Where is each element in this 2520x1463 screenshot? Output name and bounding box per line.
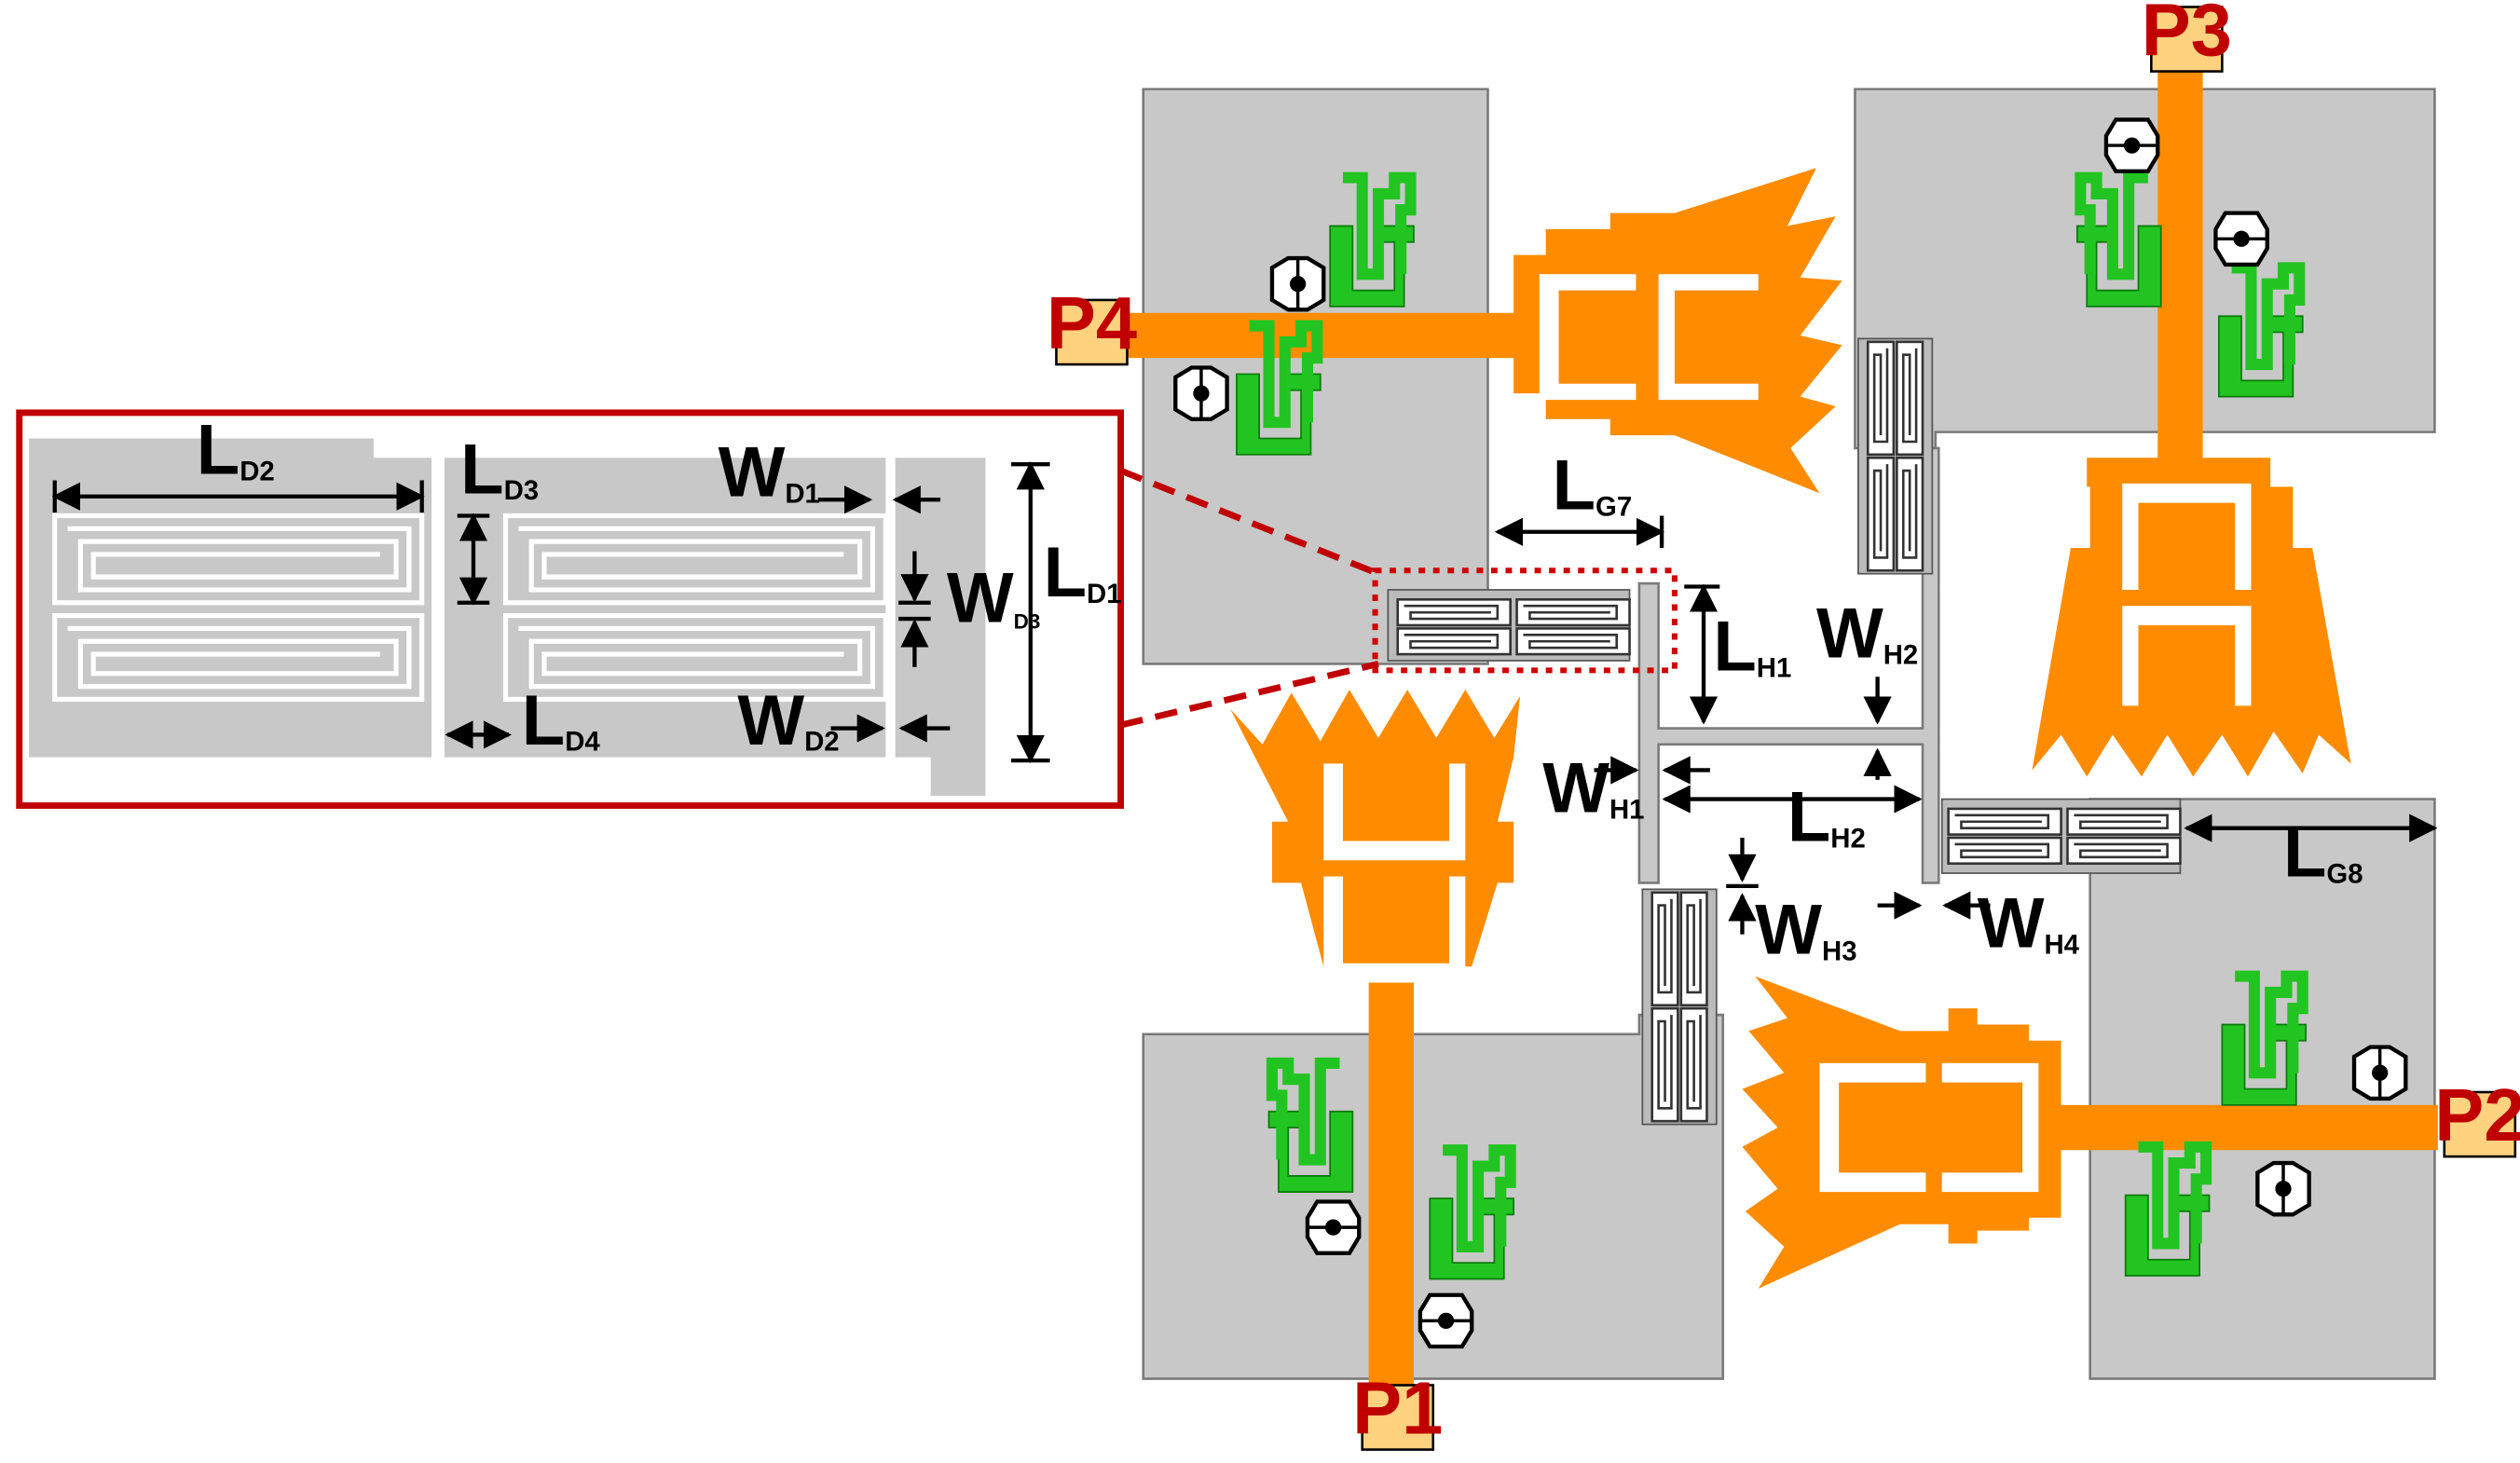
port-label-p2: P2	[2434, 1073, 2520, 1156]
capacitor-inset	[16, 409, 1125, 809]
antenna-bottom-right	[1742, 976, 2438, 1289]
via-icon	[2257, 1163, 2308, 1214]
via-icon	[1308, 1202, 1359, 1253]
dimension-arrow-group	[51, 461, 2438, 935]
via-icon	[2106, 119, 2157, 171]
dim-lg7: LG7	[1553, 446, 1633, 526]
dim-ld3: LD3	[460, 430, 539, 509]
port-label-p1: P1	[1352, 1366, 1443, 1449]
antenna-group	[1127, 64, 2438, 1399]
hybrid-frame	[1637, 446, 1940, 884]
port-p1: P1	[1352, 1366, 1443, 1451]
antenna-bottom-left	[1230, 690, 1521, 1399]
via-icon	[1175, 368, 1226, 419]
dim-wh1: WH1	[1542, 748, 1644, 827]
dim-ld1: LD1	[1044, 533, 1122, 612]
port-label-p4: P4	[1047, 281, 1137, 364]
dim-lh1: LH1	[1713, 607, 1791, 686]
interdigital-capacitor-icon	[1857, 337, 1934, 575]
port-p4: P4	[1047, 281, 1137, 366]
substrate-tile-bottom-left	[1142, 1013, 1725, 1380]
dim-wh4: WH4	[1978, 884, 2080, 964]
port-label-group: P4 P3 P1 P2	[1047, 0, 2520, 1451]
interdigital-capacitor-icon	[1641, 888, 1718, 1126]
zoom-indicator	[1119, 467, 1678, 729]
via-icon	[1420, 1295, 1472, 1347]
via-icon	[1272, 258, 1323, 309]
dim-ld4: LD4	[522, 681, 601, 760]
dim-lh2: LH2	[1787, 777, 1866, 856]
via-icon	[2215, 213, 2267, 265]
interdigital-capacitor-icon	[1940, 798, 2182, 874]
port-p2: P2	[2434, 1073, 2520, 1158]
interdigital-capacitor-icon	[1387, 589, 1631, 662]
dim-wh3: WH3	[1755, 890, 1856, 969]
interdigital-capacitor-group	[1387, 337, 2182, 1126]
via-icon	[2354, 1047, 2405, 1099]
port-label-p3: P3	[2142, 0, 2232, 71]
dim-wh2: WH2	[1816, 595, 1918, 674]
port-p3: P3	[2142, 0, 2232, 73]
antenna-top-left	[1127, 168, 1842, 494]
dim-wd2: WD2	[737, 681, 839, 760]
dim-wd1: WD1	[719, 433, 820, 513]
dimension-label-group: LD2 LD3 WD1 WD3 LD1 LD4 WD2 LG7 LH1 WH2 …	[197, 411, 2363, 970]
dim-lg8: LG8	[2283, 814, 2363, 893]
antenna-top-right	[2032, 64, 2351, 777]
dim-ld2: LD2	[197, 411, 275, 490]
dim-wd3: WD3	[947, 559, 1040, 638]
